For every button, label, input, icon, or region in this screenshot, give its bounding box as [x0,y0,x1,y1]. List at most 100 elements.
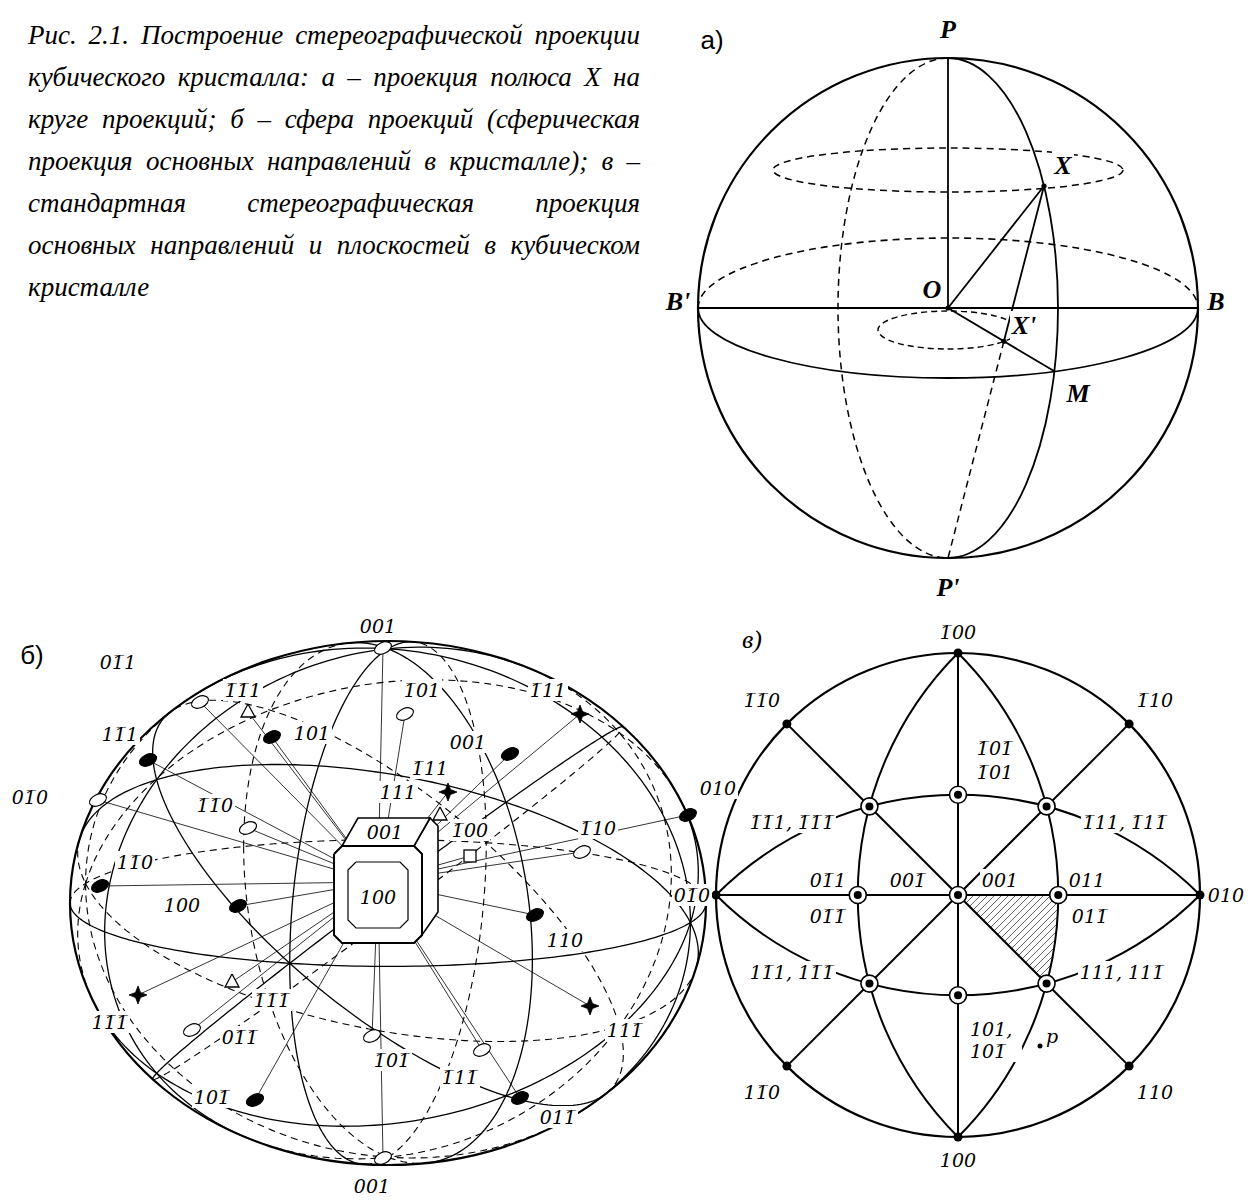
pole-dot [954,891,962,899]
axis-line [947,58,949,308]
radius-om [948,308,1054,371]
miller-index: 001 [980,869,1020,891]
miller-index: 010 [1206,884,1246,906]
pole-ring [849,887,866,904]
pole-mark-open [395,705,416,723]
label-text: 101 [294,722,330,744]
label-text: X [1054,151,1071,180]
miller-index: 01̅1̅ [220,1026,260,1048]
label-text: 1̅01̅ [977,737,1013,759]
miller-index: 1̅1̅0 [195,794,235,816]
great-circle-back [169,700,623,1093]
projection-circle [716,653,1200,1137]
pole-mark-filled [245,1091,266,1109]
point-letter: P [938,15,958,45]
label-text: 001 [367,821,403,843]
label-text: 1̅11 [412,757,448,779]
miller-index: 1̅1̅1̅ [252,989,292,1011]
label-text: 01̅0 [674,884,710,906]
trace-line [787,724,1129,1066]
miller-index: 1̅10 [578,817,618,839]
label-text: 1̅1̅0 [197,794,233,816]
label-text: 01̅0 [12,786,48,808]
label-text: 011̅ [540,1106,576,1128]
miller-index: 100 [162,894,202,916]
miller-index: 011̅ [1070,905,1110,927]
great-circle-front [347,643,532,1163]
pole-mark-triangle [225,974,239,987]
crystal-cube [334,818,438,943]
great-circle-back [86,883,697,1041]
miller-index: 101̅ [192,1086,232,1108]
miller-index: 001 [365,821,405,843]
miller-index: 1̅11 [528,679,568,701]
miller-index: 1̅01 [975,761,1015,783]
label-text: 1̅01 [404,679,440,701]
miller-index: 1̅1̅1 [223,679,263,701]
miller-index: 111̅ [605,1019,645,1041]
miller-index: 1̅1̅0 [742,689,782,711]
pole-mark-star [129,986,147,1004]
label-text: 1̅1̅1, 1̅1̅1̅ [750,811,835,833]
label-text: 01̅1̅ [810,905,846,927]
sphere-figure [698,58,1198,558]
label-text: 110 [547,929,583,951]
miller-index: 011 [1067,869,1107,891]
point-letter: P' [934,573,961,603]
label-text: 011̅ [1072,905,1108,927]
label-text: 101, 101̅ [970,1018,1012,1062]
trace-arc [958,653,1058,1137]
label-text: 001 [354,1175,390,1197]
miller-index: 011̅ [538,1106,578,1128]
projected-circle [878,311,1018,349]
cube-inner-face [348,862,408,928]
point-letter: B' [664,287,693,317]
pole-ring [950,987,967,1004]
miller-index: 1̅10 [1135,689,1175,711]
great-circle-back [244,847,429,1164]
pole-dot [954,991,962,999]
great-circle-front [290,963,607,1105]
pole-mark-open [472,1041,493,1059]
sphere-outline [698,58,1198,558]
point-letter: X' [1010,311,1039,341]
label-text: 111 [380,781,416,803]
trace-line [787,724,1129,1066]
sphere-outline [70,641,706,1165]
pole-mark-filled [525,906,546,924]
caption-text: Рис. 2.1. Построение стереографической п… [28,20,640,302]
label-text: 111̅ [607,1019,643,1041]
label-text: в) [742,625,762,654]
cube-front-face [334,846,422,943]
pole-dot [1196,891,1205,900]
miller-index: 11̅1̅ [90,1011,130,1033]
label-text: 01̅1 [810,869,846,891]
label-text: P' [936,573,959,602]
miller-index: 1̅01 [402,679,442,701]
pole-mark-open [238,819,259,837]
projection-ray [1004,186,1044,341]
miller-index: 11̅1 [100,723,140,745]
label-text: 001 [450,731,486,753]
point-letter: O [921,275,944,305]
pole-mark-triangle [433,807,447,820]
miller-index: 01̅1 [808,869,848,891]
label-text: б) [20,640,44,670]
miller-index: 1̅1̅1, 1̅1̅1̅ [748,811,837,833]
label-text: 1̅11̅ [442,1066,478,1088]
pole-mark-filled [262,728,283,746]
pole-dot [782,719,791,728]
pole-dot [865,980,873,988]
pole-ring [1038,798,1055,815]
label-text: 1̅1̅0 [744,689,780,711]
label-text: 11̅1̅ [92,1011,128,1033]
pole-mark-star [571,705,589,723]
miller-index: 1̅01̅ [372,1049,412,1071]
label-text: 1̅1̅1̅ [254,989,290,1011]
pole-dot [1043,980,1051,988]
label-text: 011 [1069,869,1105,891]
point-dot [1001,339,1006,344]
hatched-triangle [958,895,1058,984]
pole-mark-filled [510,1089,531,1107]
miller-index: 001 [358,615,398,637]
